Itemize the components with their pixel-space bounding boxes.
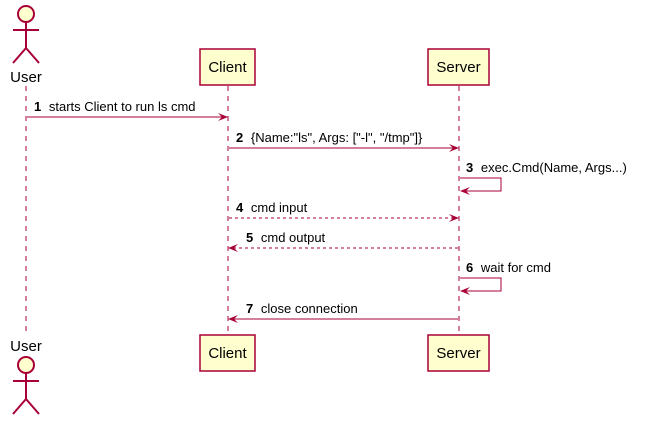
client-box-bottom: Client xyxy=(199,334,256,372)
user-label-top: User xyxy=(10,69,42,86)
message-3-text: exec.Cmd(Name, Args...) xyxy=(481,160,627,175)
server-box-bottom: Server xyxy=(427,334,490,372)
user-label-bottom: User xyxy=(10,338,42,355)
svg-text:5 cmd output: 5 cmd output xyxy=(246,230,326,245)
message-2: 2 {Name:"ls", Args: ["-l", "/tmp"]} xyxy=(229,130,459,152)
client-box-top: Client xyxy=(199,48,256,86)
message-4-number: 4 xyxy=(236,200,244,215)
user-actor-top: User xyxy=(10,5,42,86)
message-1-number: 1 xyxy=(34,99,41,114)
message-4: 4 cmd input xyxy=(229,200,459,222)
svg-text:6 wait for cmd: 6 wait for cmd xyxy=(466,260,551,275)
message-2-text: {Name:"ls", Args: ["-l", "/tmp"]} xyxy=(251,130,423,145)
message-7-text: close connection xyxy=(261,301,358,316)
svg-text:2 {Name:"ls", Args: ["-l: 2 {Name:"ls", Args: ["-l", "/tmp"]} xyxy=(236,130,423,145)
svg-text:3 exec.Cmd(Name, Args...: 3 exec.Cmd(Name, Args...) xyxy=(466,160,627,175)
message-1-text: starts Client to run ls cmd xyxy=(49,99,196,114)
message-4-text: cmd input xyxy=(251,200,308,215)
server-label-bottom: Server xyxy=(436,345,480,362)
message-7: 7 close connection xyxy=(228,301,458,323)
user-actor-bottom: User xyxy=(10,338,42,415)
svg-text:4 cmd input: 4 cmd input xyxy=(236,200,308,215)
svg-text:1 starts Client to run l: 1 starts Client to run ls cmd xyxy=(34,99,196,114)
message-5-number: 5 xyxy=(246,230,253,245)
message-3: 3 exec.Cmd(Name, Args...) xyxy=(460,160,627,195)
message-5-text: cmd output xyxy=(261,230,326,245)
server-label-top: Server xyxy=(436,59,480,76)
message-2-number: 2 xyxy=(236,130,243,145)
message-7-number: 7 xyxy=(246,301,253,316)
message-3-number: 3 xyxy=(466,160,473,175)
stick-figure-icon xyxy=(12,5,40,64)
message-6-text: wait for cmd xyxy=(480,260,551,275)
message-1: 1 starts Client to run ls cmd xyxy=(27,99,228,121)
client-label-top: Client xyxy=(208,59,247,76)
message-6-number: 6 xyxy=(466,260,473,275)
client-label-bottom: Client xyxy=(208,345,247,362)
message-5: 5 cmd output xyxy=(228,230,458,252)
stick-figure-icon xyxy=(12,356,40,415)
message-6: 6 wait for cmd xyxy=(460,260,551,295)
svg-text:7 close connection: 7 close connection xyxy=(246,301,358,316)
server-box-top: Server xyxy=(427,48,490,86)
